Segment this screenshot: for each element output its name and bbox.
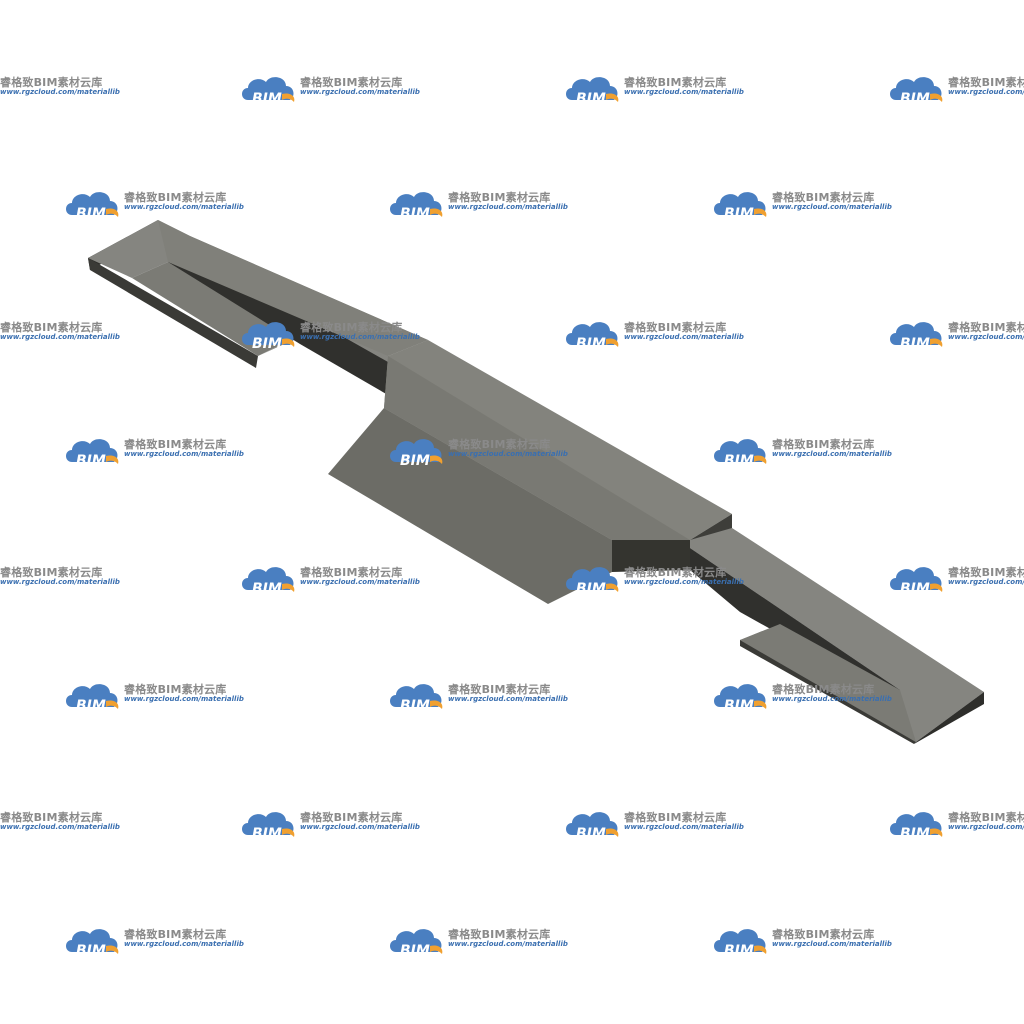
- left-beam-top: [158, 220, 428, 356]
- right-notch-top: [740, 624, 916, 742]
- center-front-shadow: [612, 540, 690, 572]
- left-arm-side: [88, 258, 258, 368]
- right-arm-top: [690, 528, 984, 742]
- center-top: [384, 340, 732, 540]
- right-notch-dark: [690, 548, 900, 690]
- right-arm-end: [914, 692, 984, 744]
- right-arm-side: [740, 640, 916, 744]
- center-upper-face: [384, 356, 690, 540]
